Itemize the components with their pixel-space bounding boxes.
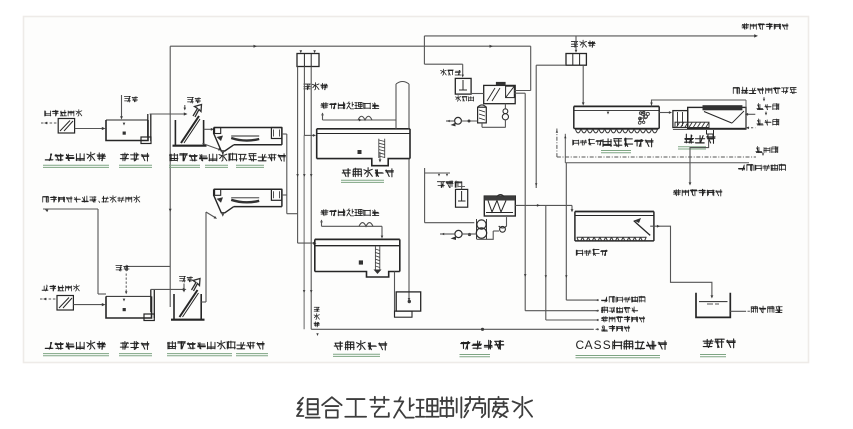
svg-text:A: A [585,338,593,352]
svg-text:C: C [576,338,585,352]
svg-text:S: S [594,338,602,352]
svg-text:S: S [603,338,611,352]
